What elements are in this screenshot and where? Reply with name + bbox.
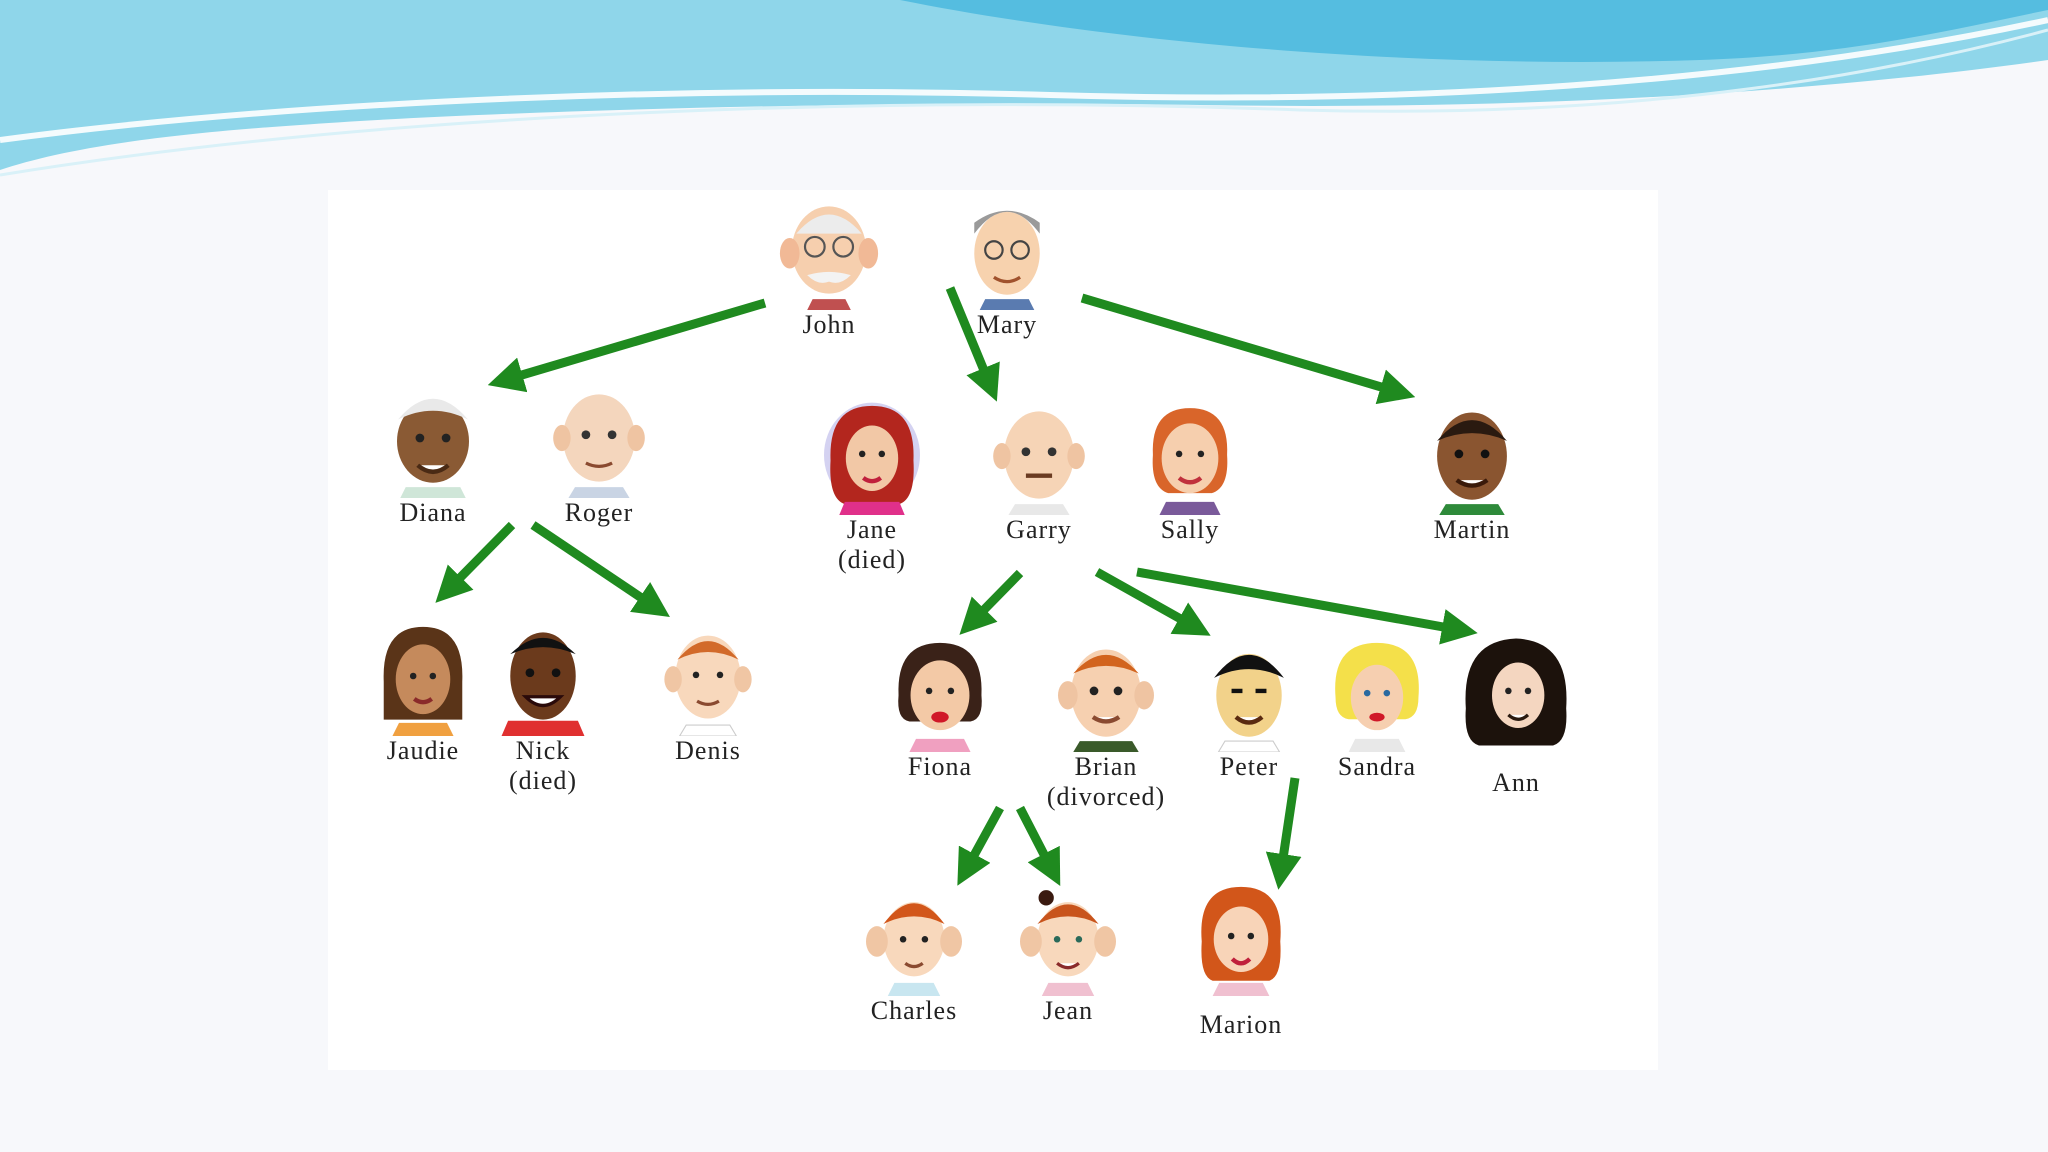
person-denis: Denis <box>633 616 783 766</box>
name-label: Charles <box>870 996 958 1025</box>
name-label: Marion <box>1199 1010 1283 1039</box>
name-label: Roger <box>564 498 634 527</box>
name-label: Nick <box>515 736 571 765</box>
wave-banner <box>0 0 2048 177</box>
name-label: Brian <box>1074 752 1138 781</box>
man-face-icon <box>553 394 645 498</box>
woman-face-icon <box>898 642 982 752</box>
man-face-icon <box>501 632 585 736</box>
person-diana: Diana <box>358 378 508 528</box>
person-martin: Martin <box>1397 395 1547 545</box>
woman-face-icon <box>824 402 920 515</box>
person-marion: Marion <box>1166 876 1316 1040</box>
grandmother-face-icon <box>974 210 1040 310</box>
person-nick: Nick (died) <box>468 616 618 796</box>
woman-face-icon <box>1465 638 1567 746</box>
person-jaudie: Jaudie <box>348 616 498 766</box>
woman-face-icon <box>1335 642 1419 752</box>
name-label: Sally <box>1160 515 1220 544</box>
man-face-icon <box>993 411 1085 515</box>
person-garry: Garry <box>964 395 1114 545</box>
woman-face-icon <box>383 626 463 736</box>
name-label: Mary <box>976 310 1038 339</box>
name-label: Ann <box>1492 768 1540 797</box>
person-john: John <box>754 190 904 340</box>
status-note: (died) <box>837 545 907 574</box>
name-label: Jean <box>1042 996 1094 1025</box>
person-roger: Roger <box>524 378 674 528</box>
person-fiona: Fiona <box>865 632 1015 782</box>
man-face-icon <box>1437 412 1507 515</box>
name-label: Fiona <box>907 752 973 781</box>
person-jane: Jane (died) <box>797 395 947 575</box>
boy-face-icon <box>866 902 962 996</box>
person-ann: Ann <box>1441 632 1591 798</box>
name-label: Jaudie <box>386 736 460 765</box>
person-charles: Charles <box>839 876 989 1026</box>
name-label: Peter <box>1219 752 1279 781</box>
name-label: John <box>802 310 856 339</box>
person-peter: Peter <box>1174 632 1324 782</box>
man-face-icon <box>1058 649 1154 752</box>
status-note: (divorced) <box>1046 782 1166 811</box>
man-face-icon <box>1214 653 1284 752</box>
person-mary: Mary <box>932 190 1082 340</box>
name-label: Sandra <box>1337 752 1417 781</box>
girl-face-icon <box>1201 886 1281 996</box>
name-label: Denis <box>675 736 741 765</box>
name-label: Diana <box>399 498 467 527</box>
name-label: Garry <box>1006 515 1072 544</box>
boy-face-icon <box>664 635 752 736</box>
woman-face-icon <box>1152 408 1228 515</box>
name-label: Jane <box>846 515 898 544</box>
person-sally: Sally <box>1115 395 1265 545</box>
girl-face-icon <box>1020 890 1116 996</box>
woman-face-icon <box>397 398 469 498</box>
status-note: (died) <box>508 766 578 795</box>
person-sandra: Sandra <box>1302 632 1452 782</box>
person-brian: Brian (divorced) <box>1031 632 1181 812</box>
person-jean: Jean <box>993 876 1143 1026</box>
grandfather-face-icon <box>779 206 879 310</box>
name-label: Martin <box>1433 515 1511 544</box>
